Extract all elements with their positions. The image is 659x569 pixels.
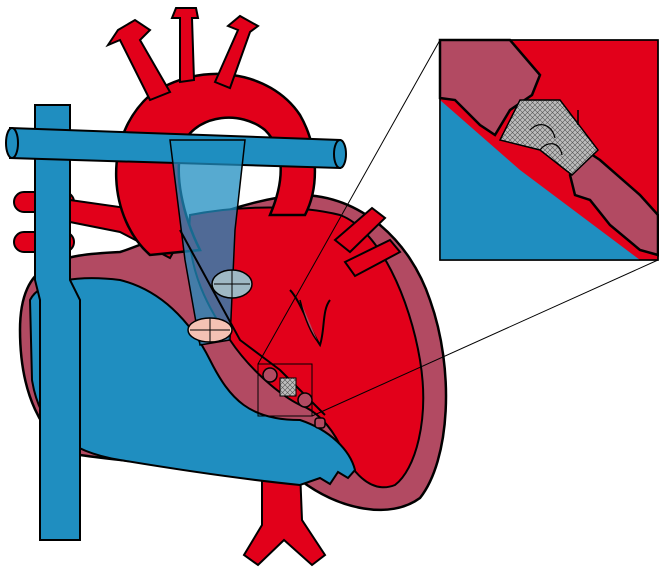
septal-device-proximal <box>263 368 277 382</box>
magnified-inset <box>440 40 658 260</box>
septal-device-distal <box>298 393 312 407</box>
septal-occluder-device <box>280 378 296 396</box>
brachiocephalic-artery <box>108 20 170 100</box>
left-carotid-artery <box>172 8 198 82</box>
vena-cava <box>35 105 80 540</box>
pulmonary-artery-right-end <box>334 140 346 168</box>
pulmonary-artery-left-end <box>6 128 18 158</box>
septal-device-tip <box>315 418 325 428</box>
